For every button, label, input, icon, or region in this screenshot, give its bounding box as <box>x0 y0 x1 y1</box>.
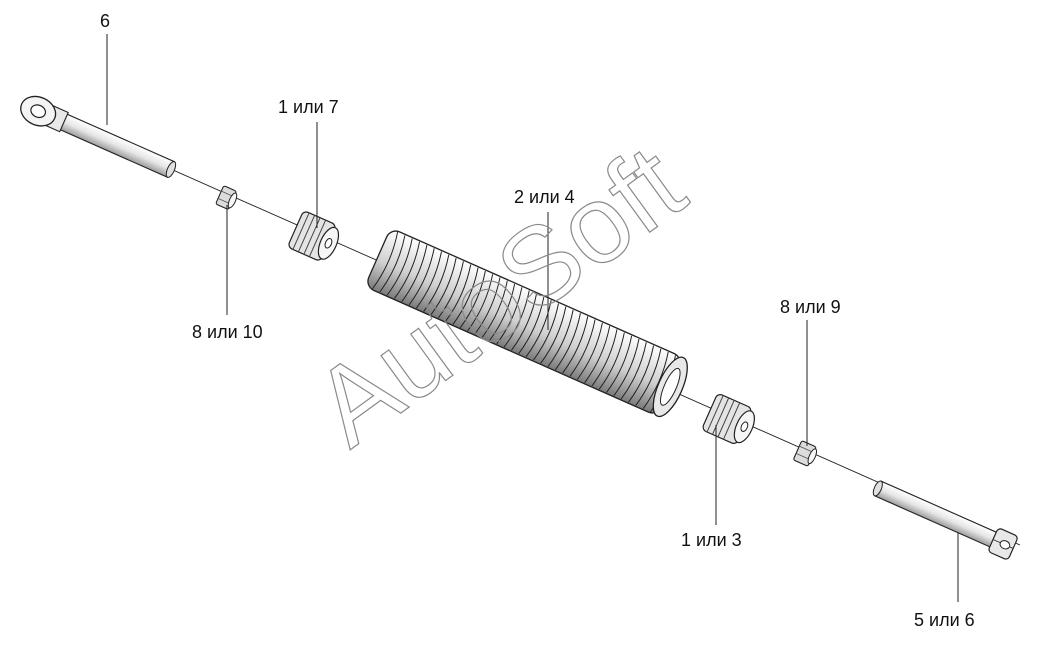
callout-bushing-left: 1 или 7 <box>278 97 339 117</box>
spring-coil <box>598 332 625 390</box>
spring-coil <box>628 345 655 403</box>
eye-rod-left <box>20 95 177 178</box>
spring-coil <box>445 264 472 322</box>
spring-coil <box>532 303 559 361</box>
spring-coil <box>518 296 545 354</box>
callout-nut-left: 8 или 10 <box>192 322 263 342</box>
spring-coil <box>620 342 647 400</box>
spring-coil <box>562 316 589 374</box>
spring-coil <box>503 290 530 348</box>
spring-coil <box>423 254 450 312</box>
spring-coil <box>496 287 523 345</box>
spring-coil <box>474 277 501 335</box>
spring-coil <box>547 309 574 367</box>
spring-coil <box>394 241 421 299</box>
spring-coil <box>511 293 538 351</box>
spring-coil <box>467 274 494 332</box>
watermark-text: AutoSoft <box>292 122 706 470</box>
spring-coil <box>401 244 428 303</box>
spring-coil <box>379 235 406 293</box>
spring-coil <box>606 335 633 393</box>
bushing-left <box>288 211 340 261</box>
spring-coil <box>430 257 457 315</box>
fork-rod-right <box>872 480 1018 560</box>
spring-coil <box>372 231 399 290</box>
callout-fork-rod: 5 или 6 <box>914 610 975 630</box>
callout-bushing-right: 1 или 3 <box>681 530 742 550</box>
spring-coil <box>569 319 596 377</box>
spring <box>367 230 688 418</box>
spring-coil <box>554 313 581 371</box>
nut-right <box>793 440 818 467</box>
spring-coil <box>613 338 640 397</box>
callout-nut-right: 8 или 9 <box>780 297 841 317</box>
spring-coil <box>540 306 567 364</box>
spring-coil <box>415 251 442 309</box>
spring-coil <box>437 261 464 319</box>
spring-coil <box>386 238 413 296</box>
spring-coil <box>591 329 618 387</box>
spring-coil <box>452 267 479 325</box>
callout-spring: 2 или 4 <box>514 187 575 207</box>
spring-coil <box>525 300 552 358</box>
spring-coil <box>584 325 611 384</box>
bushing-right <box>702 394 756 444</box>
spring-coil <box>635 348 662 406</box>
spring-coils <box>372 231 677 413</box>
spring-coil <box>576 322 603 380</box>
callout-eye-rod: 6 <box>100 11 110 31</box>
nut-left <box>215 185 238 210</box>
spring-coil <box>408 248 435 306</box>
spring-coil <box>489 283 516 341</box>
spring-coil <box>459 270 486 328</box>
spring-coil <box>481 280 508 338</box>
